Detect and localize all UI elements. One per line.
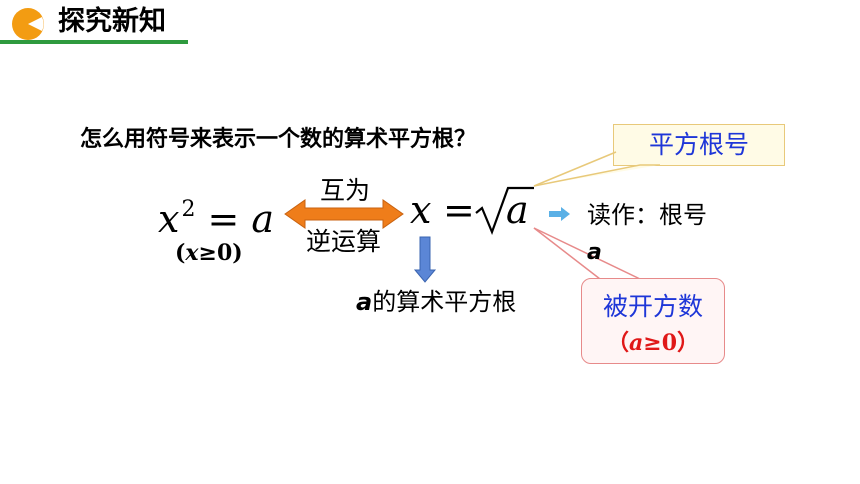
radical-sign-callout: 平方根号 [613, 124, 785, 166]
condition-left: (x≥0) [175, 240, 243, 266]
header-underline [0, 40, 188, 44]
equation-left-base: x [158, 197, 180, 241]
root-label-text: 的算术平方根 [372, 288, 517, 316]
question-text: 怎么用符号来表示一个数的算术平方根？ [80, 127, 477, 152]
equation-left-rest: = a [195, 197, 275, 241]
callout-top-pointer [533, 151, 660, 187]
radicand-callout: 被开方数 （a≥0） [581, 278, 725, 364]
radicand-var: a [629, 330, 644, 356]
page-title: 探究新知 [58, 6, 166, 37]
equation-right-lhs: x [410, 188, 432, 232]
callout-bottom-pointer [533, 227, 641, 280]
equation-left: x2 = a [158, 188, 274, 241]
arrow-label-bottom: 逆运算 [306, 227, 382, 256]
read-as-var: a [587, 240, 602, 265]
section-header: 探究新知 [0, 0, 860, 44]
condition-rel: ≥0) [198, 240, 243, 266]
radicand-open: （ [606, 330, 629, 356]
radicand-callout-condition: （a≥0） [582, 325, 724, 357]
arrow-label-top: 互为 [320, 176, 371, 205]
equation-right-radicand: a [506, 188, 529, 232]
double-arrow-icon [284, 199, 404, 229]
equation-left-exponent: 2 [181, 197, 196, 222]
pie-chart-icon [12, 8, 44, 40]
root-label-var: a [356, 288, 373, 316]
down-arrow-icon [413, 236, 437, 283]
condition-var: x [185, 240, 199, 266]
radical-sign [475, 186, 534, 236]
radicand-rel: ≥0） [643, 330, 700, 356]
radicand-callout-label: 被开方数 [602, 292, 703, 321]
condition-open: ( [175, 240, 186, 266]
small-right-arrow-icon [549, 207, 570, 221]
arithmetic-root-label: a的算术平方根 [356, 286, 516, 318]
read-as-text: 读作：根号 [587, 201, 707, 229]
equation-right-eq: = [443, 188, 475, 232]
